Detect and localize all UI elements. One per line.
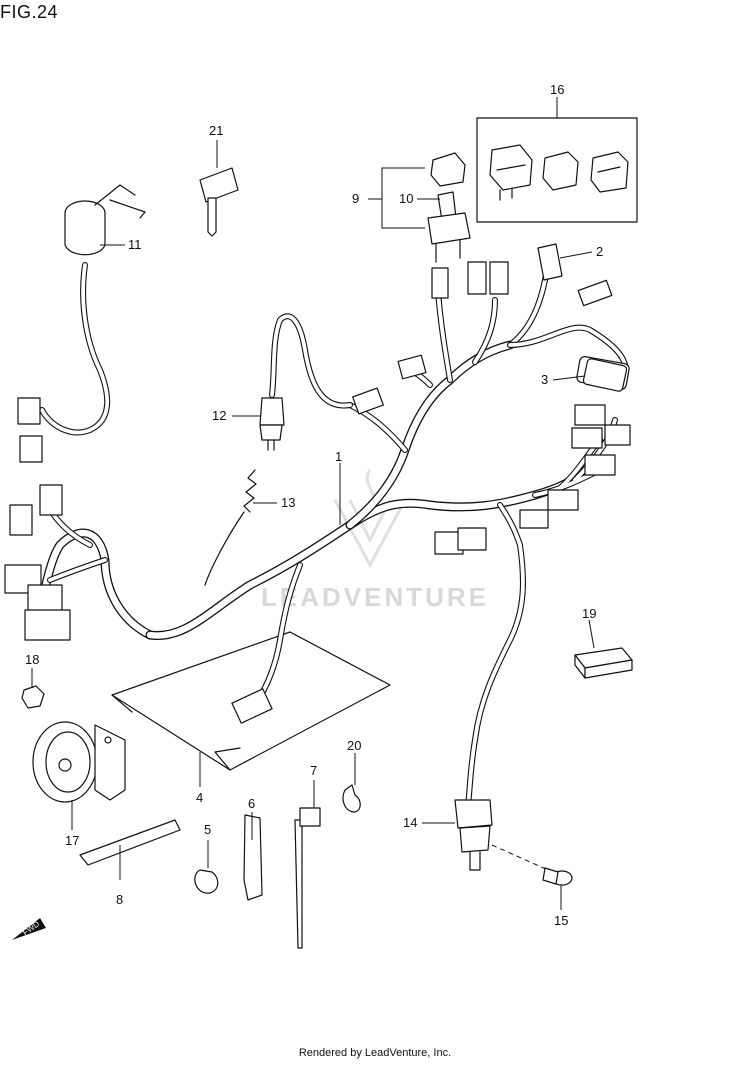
watermark: LEADVENTURE <box>260 582 489 612</box>
ignition-switch <box>64 184 146 256</box>
cable-tie <box>294 807 321 949</box>
callout-2: 2 <box>596 244 603 259</box>
callout-5: 5 <box>204 822 211 837</box>
callout-18: 18 <box>25 652 39 667</box>
callout-14: 14 <box>403 815 417 830</box>
callout-16: 16 <box>550 82 564 97</box>
nut <box>21 685 45 709</box>
callouts: 1 2 3 4 5 6 7 8 9 10 11 12 13 14 15 16 1… <box>25 82 603 928</box>
callout-17: 17 <box>65 833 79 848</box>
callout-6: 6 <box>248 796 255 811</box>
callout-12: 12 <box>212 408 226 423</box>
relay-box <box>476 117 638 223</box>
callout-4: 4 <box>196 790 203 805</box>
callout-3: 3 <box>541 372 548 387</box>
key <box>199 167 239 237</box>
dashed-leader <box>491 844 549 871</box>
callout-15: 15 <box>554 913 568 928</box>
clip <box>342 784 361 813</box>
spring <box>204 469 257 586</box>
brake-switch <box>259 397 285 451</box>
callout-1: 1 <box>335 449 342 464</box>
clamp <box>194 869 219 894</box>
callout-10: 10 <box>399 191 413 206</box>
module <box>582 358 628 392</box>
callout-13: 13 <box>281 495 295 510</box>
callout-21: 21 <box>209 123 223 138</box>
sensor <box>454 799 493 871</box>
callout-8: 8 <box>116 892 123 907</box>
bracket-strap <box>79 819 181 866</box>
clamp-bracket <box>243 814 263 901</box>
callout-19: 19 <box>582 606 596 621</box>
fuse-holder <box>427 152 471 263</box>
footer-credit: Rendered by LeadVenture, Inc. <box>298 1047 452 1059</box>
callout-9: 9 <box>352 191 359 206</box>
horn <box>32 721 126 803</box>
leader-lines <box>31 97 595 910</box>
figure-title: FIG.24 <box>0 2 59 22</box>
pad <box>574 647 633 679</box>
callout-7: 7 <box>310 763 317 778</box>
callout-11: 11 <box>128 237 142 252</box>
callout-20: 20 <box>347 738 361 753</box>
forward-arrow-icon: FWD <box>12 918 46 940</box>
bolt <box>542 867 573 886</box>
